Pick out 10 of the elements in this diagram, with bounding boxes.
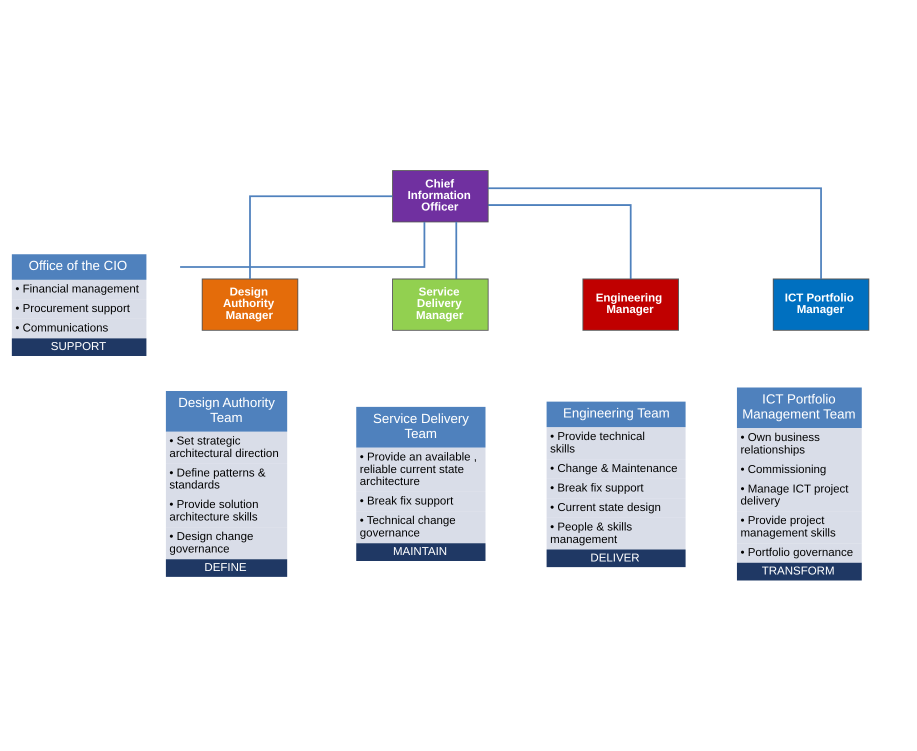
connector [180, 222, 426, 268]
node-box: Design Authority Manager [202, 278, 298, 331]
node-box: Engineering Manager [582, 278, 679, 331]
connector [488, 187, 822, 279]
connector [249, 195, 392, 279]
connector [455, 222, 458, 279]
node-box: Service Delivery Manager [392, 278, 489, 331]
connector [488, 204, 632, 279]
node-box: Chief Information Officer [392, 170, 489, 222]
node-box: ICT Portfolio Manager [772, 278, 870, 331]
